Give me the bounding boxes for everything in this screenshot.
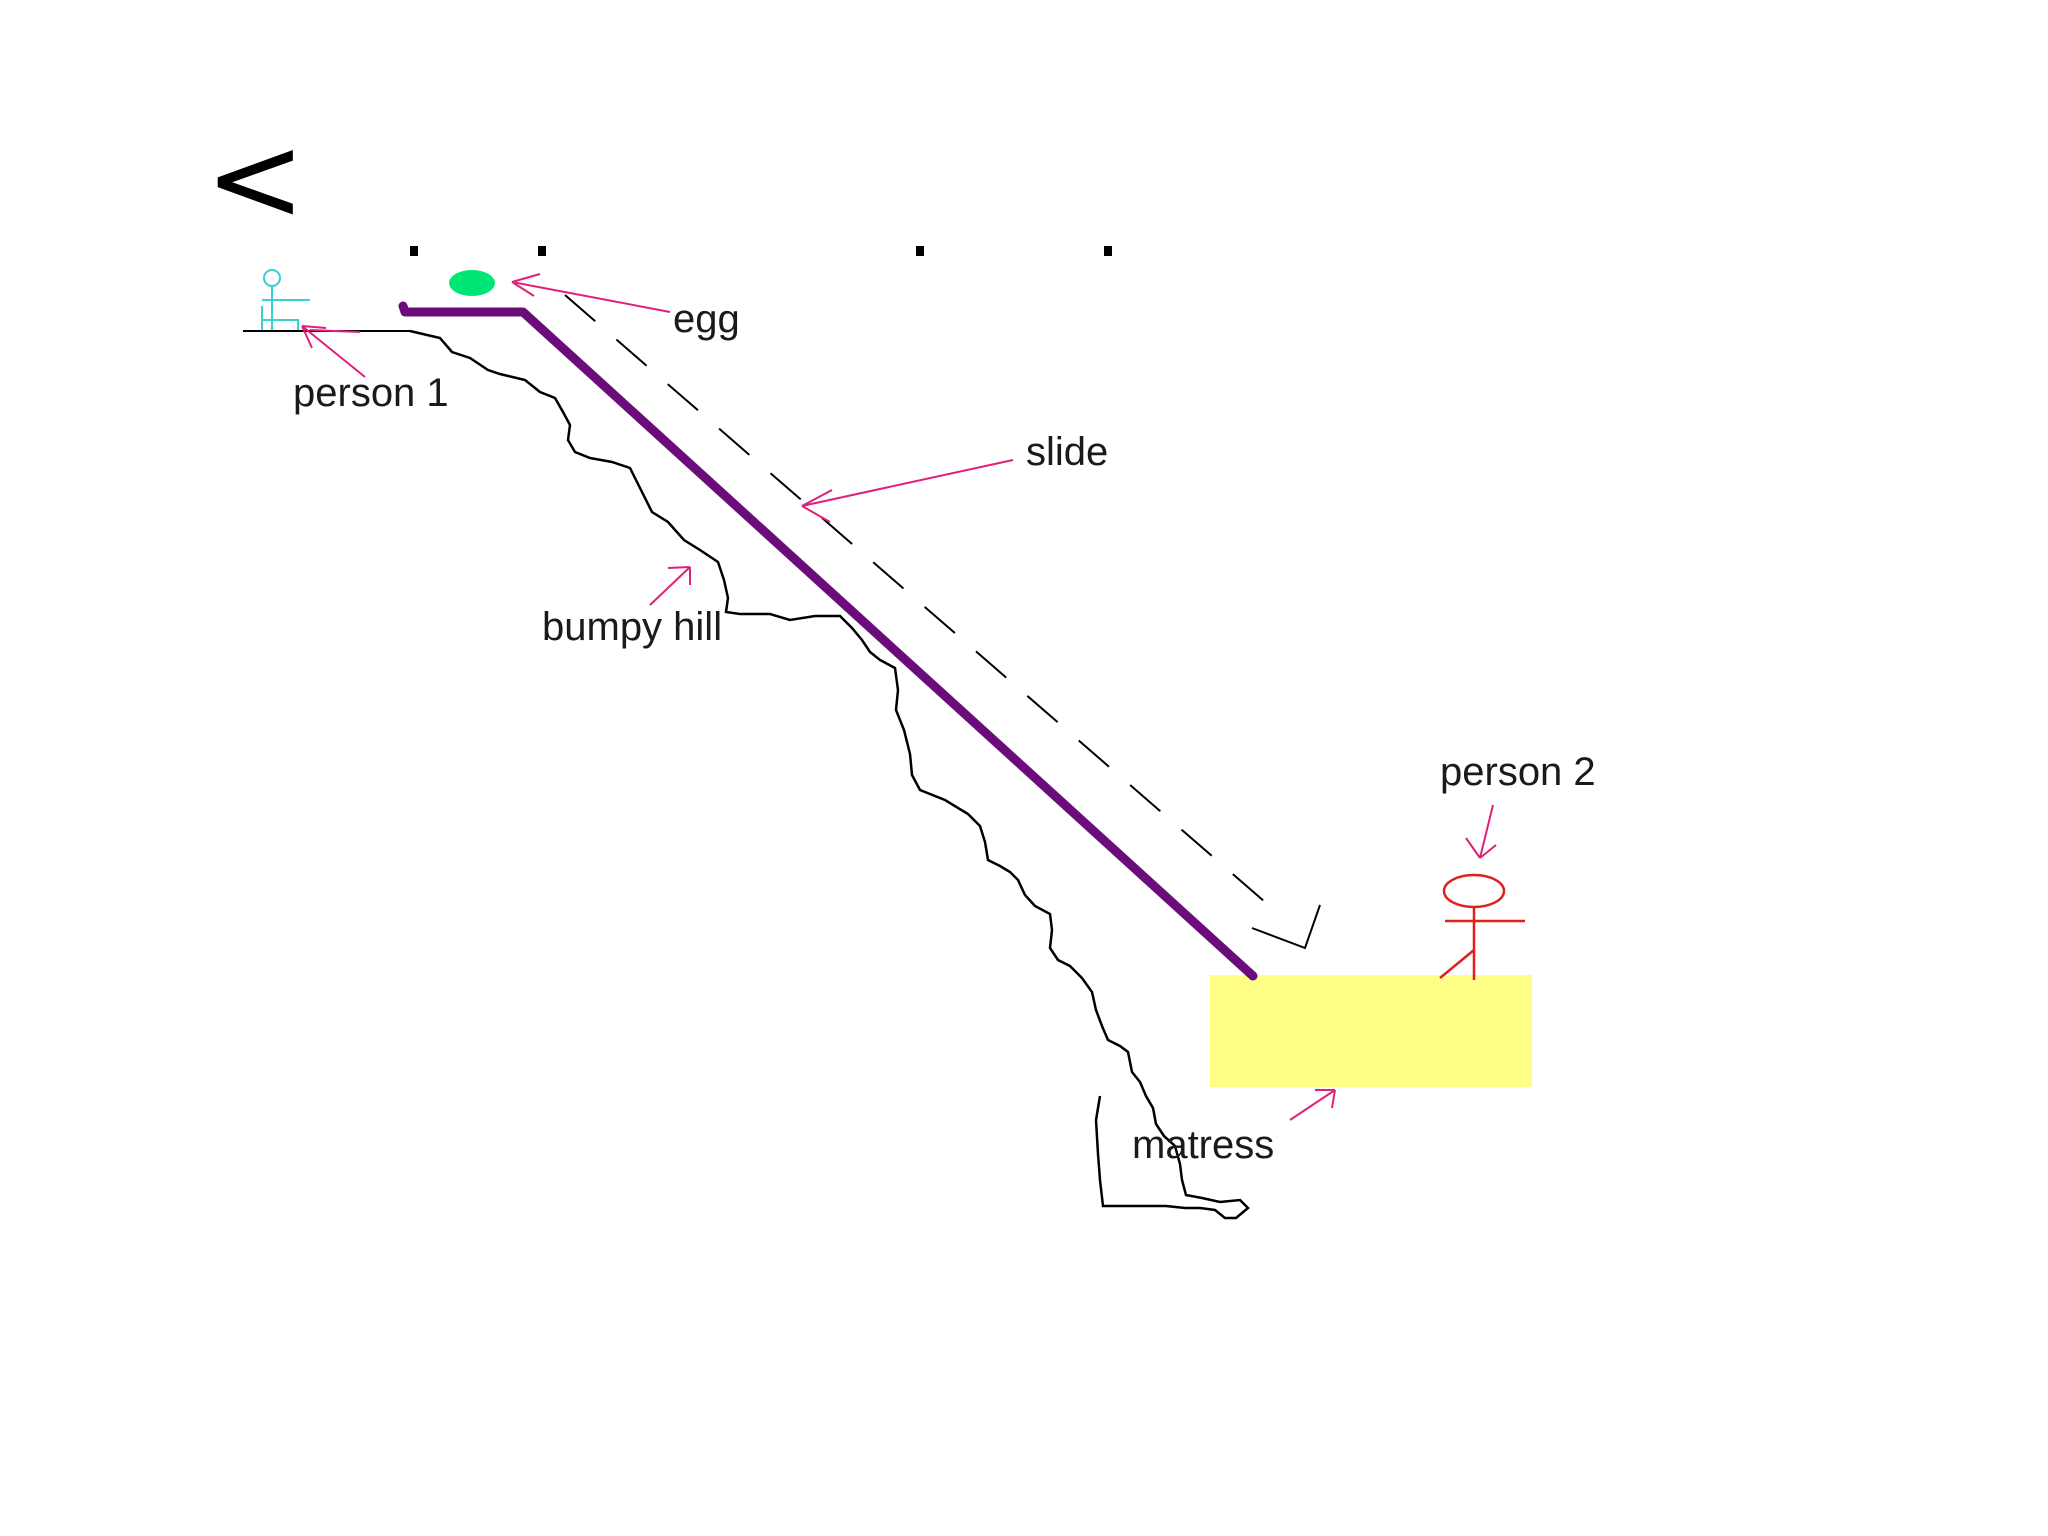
bumpy-hill-outline [409, 329, 1250, 1220]
bumpy-hill-label: bumpy hill [542, 605, 722, 649]
matress-rect [1210, 975, 1532, 1087]
back-chevron-glyph: < [205, 110, 306, 249]
person-1-label: person 1 [293, 371, 449, 415]
matress-arrow-icon [1289, 1089, 1336, 1121]
person-1-figure [261, 269, 310, 330]
egg-arrow-icon [511, 273, 671, 313]
egg-shape [449, 270, 495, 296]
annotation-arrows [301, 273, 1497, 1121]
matress-label: matress [1132, 1123, 1274, 1167]
egg-label: egg [673, 297, 740, 341]
trajectory-arrowhead-icon [1251, 904, 1321, 950]
person-2-figure [1439, 873, 1525, 980]
person-2-label: person 2 [1440, 750, 1596, 794]
slide-arrow-icon [801, 459, 1014, 523]
person-2-arrow-icon [1465, 804, 1497, 859]
person-1-arrow-icon [301, 325, 366, 378]
slide-label: slide [1026, 430, 1108, 474]
bumpy-hill-arrow-icon [649, 566, 691, 606]
clipped-heading-fragments [410, 246, 1112, 256]
slide-line [398, 301, 1258, 981]
trajectory-dashed-line [564, 294, 1281, 916]
